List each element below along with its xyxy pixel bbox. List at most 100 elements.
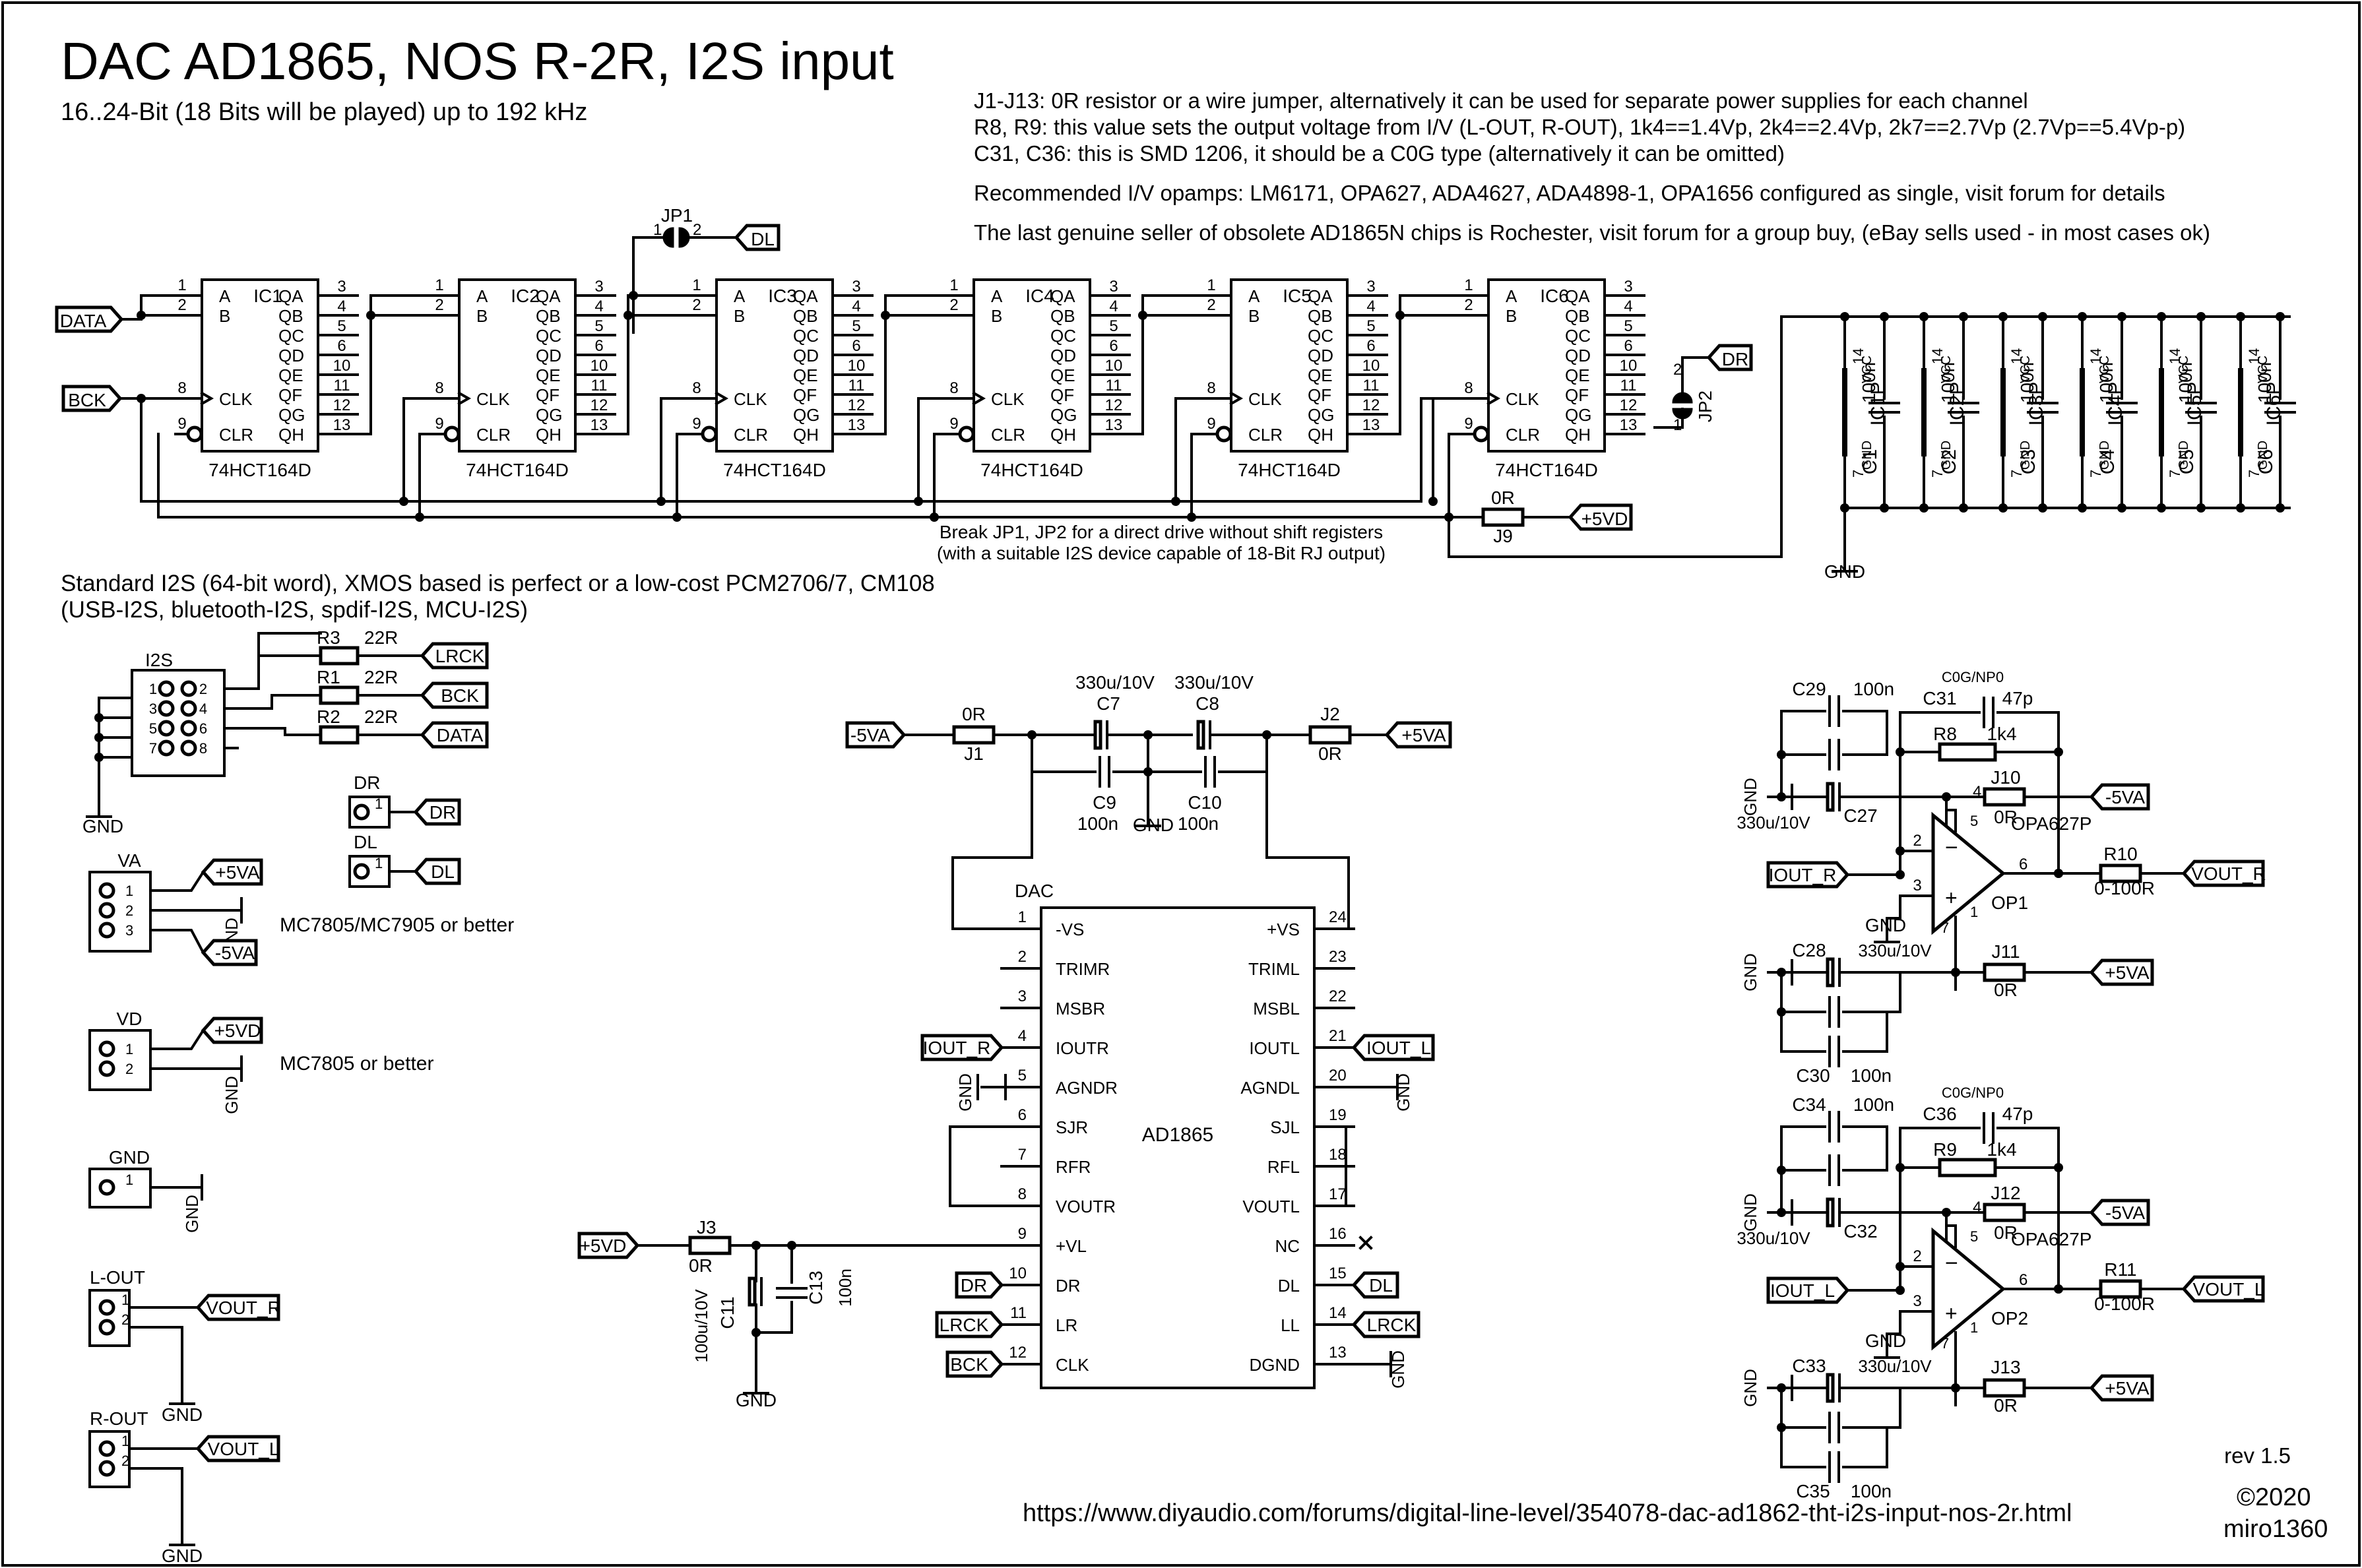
ivr-j-pos-ref: J11 [1991,941,2020,962]
ivr-c-small-a-ref: C29 [1792,679,1826,699]
pin-name: A [991,286,1003,306]
vcc-label: VCC [2018,356,2033,383]
ivr-r-fb-val: 1k4 [1987,724,2016,744]
jp1-ref: JP1 [661,205,693,226]
pin-name: QF [278,385,302,405]
dac-left-name: CLK [1056,1355,1089,1375]
ecap-plate [1196,720,1205,750]
dac-right-name: DL [1278,1276,1300,1296]
dac-right-pin: 17 [1329,1185,1347,1203]
pin-name: QC [1308,326,1333,346]
author: miro1360 [2223,1515,2328,1543]
pin-name: QE [793,365,818,385]
cap-value: 100n [2096,362,2117,403]
dac-dl-shape [1351,1271,1399,1299]
ivr-c-bulk-a-val: 330u/10V [1737,813,1810,832]
wire [149,1028,205,1050]
gnd-pin: 7 [2008,470,2025,478]
pin-number: 9 [1464,415,1473,433]
l-out-connector-net-shape [195,1294,280,1321]
wire [356,294,434,435]
dac-bck-text: BCK [950,1354,988,1375]
c11-ref: C11 [717,1296,738,1329]
pin-number: 9 [435,415,443,433]
dac-left-pin: 10 [1009,1265,1027,1282]
pin-name: B [991,306,1002,326]
svg-text:+5VD: +5VD [1581,509,1628,529]
resistor [1938,1158,1997,1177]
dac-lrck-text: LRCK [940,1315,989,1335]
resistor [319,646,360,666]
pin-number: 13 [848,416,866,434]
dac-iout-r-shape [920,1034,1004,1061]
pin-number: 11 [591,377,608,394]
ivl-r-fb-ref: R9 [1933,1139,1957,1160]
cap-ref: C2 [1938,449,1960,474]
resistor-value: 22R [364,627,398,648]
jp1-jumper[interactable] [662,227,690,248]
junction-dot [2157,312,2166,321]
dac-left-name: -VS [1056,920,1084,939]
vcc-label: VCC [2097,356,2112,383]
junction-dot [1896,1262,1905,1271]
vl-gnd: GND [736,1390,777,1410]
resistor [319,685,360,705]
ivl-c-bulk-a-ref: C32 [1843,1221,1877,1241]
forum-url[interactable]: https://www.diyaudio.com/forums/digital-… [1023,1499,2072,1527]
pin-name: B [219,306,230,326]
dac-right-name: LL [1281,1315,1300,1335]
pin-number: 6 [337,337,346,355]
va-p5va-text: +5VA [215,862,260,883]
jp2-ref: JP2 [1695,391,1715,422]
pin-number: 3 [1624,278,1632,296]
j9-ref: J9 [1493,526,1513,546]
shift-register-ref: IC3 [768,286,797,306]
pin-name: QA [1308,286,1333,306]
ivl-c-fb-val: 47p [2002,1104,2033,1124]
dac-right-name: AGNDL [1240,1078,1300,1098]
ivr-opamp-part: OPA627P [2011,813,2091,834]
j1-ref: J1 [964,743,984,764]
ivl-c-small-a-ref: C34 [1792,1094,1826,1115]
ivr-j-pos-val: 0R [1994,980,2018,1000]
junction-dot [1896,747,1905,757]
pin-name: QB [1308,306,1333,326]
ivl-opamp-body [1931,1227,2006,1351]
pin-number: 12 [848,396,866,414]
jp2-pin2: 2 [1673,361,1682,379]
vd-pin [98,1040,115,1057]
i2s-net-0-text: LRCK [435,646,485,666]
junction-dot [1777,792,1786,801]
pin-name: QH [1565,425,1591,445]
junction-dot [2196,503,2206,513]
vd-connector-body [88,1029,152,1091]
pin-name: QC [278,326,304,346]
junction-dot [1428,497,1438,506]
ivl-c-fb-ref: C36 [1923,1104,1956,1124]
resistor [688,1236,732,1255]
pin-number: 5 [852,317,860,335]
dac-right-name: VOUTL [1242,1197,1300,1216]
dac-p5va-shape [1384,721,1452,749]
dac-right-pin: 21 [1329,1027,1347,1045]
vcc-label: VCC [2256,356,2270,383]
gnd-text: GND [1824,561,1865,582]
revision: rev 1.5 [2224,1443,2291,1468]
wire [128,1326,183,1381]
dac-bck-shape [945,1350,1004,1378]
vcc-label: VCC [2177,356,2191,383]
pin-name: QH [278,425,304,445]
ivl-m5va-text: -5VA [2105,1203,2145,1223]
ivl-pin-inv: 2 [1913,1247,1921,1265]
pin-name: QC [1050,326,1076,346]
ivl-c0g: C0G/NP0 [1942,1084,2004,1101]
gnd-text: GND [82,816,123,836]
pin-number: 3 [337,278,346,296]
dac-left-pin: 9 [1018,1225,1027,1243]
junction-dot [1777,750,1786,759]
dac-lrck-r-text: LRCK [1367,1315,1417,1335]
shift-register-ref: IC5 [1283,286,1312,306]
pin-number: 10 [1105,357,1123,375]
junction-dot [1262,730,1271,739]
